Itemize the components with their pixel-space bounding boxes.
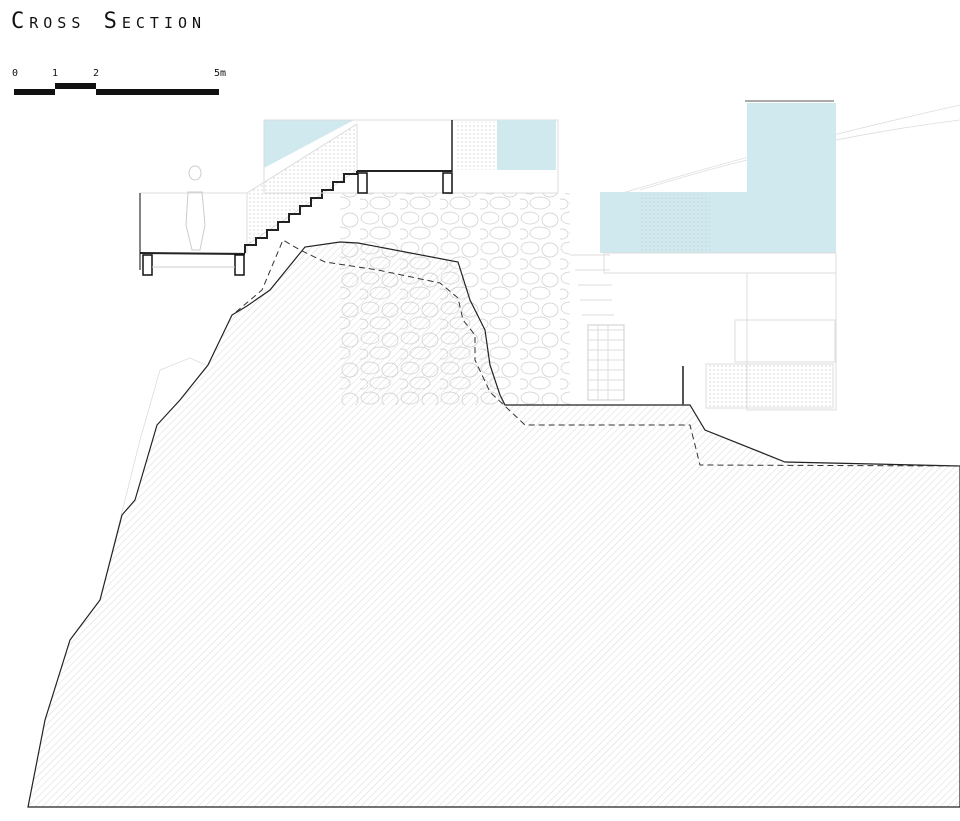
scale-label-5m: 5m xyxy=(214,68,227,79)
right-building xyxy=(570,100,837,411)
drawing-title: Cross Section xyxy=(11,9,207,34)
left-platform xyxy=(139,192,248,276)
human-figure xyxy=(185,165,206,251)
scale-bar-graphic xyxy=(14,83,219,95)
scale-label-1: 1 xyxy=(52,68,59,79)
upper-deck xyxy=(263,119,559,194)
staircase xyxy=(244,171,358,253)
scale-label-0: 0 xyxy=(12,68,19,79)
rock-section xyxy=(27,241,960,808)
scale-label-2: 2 xyxy=(93,68,100,79)
